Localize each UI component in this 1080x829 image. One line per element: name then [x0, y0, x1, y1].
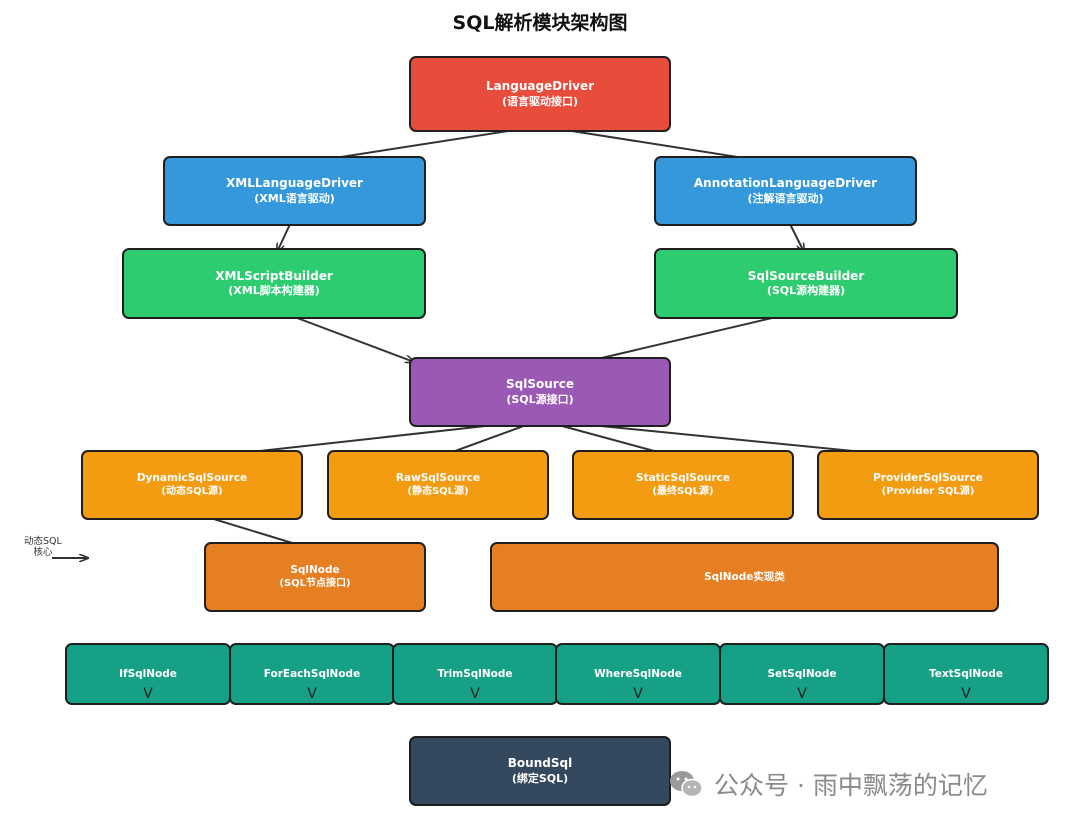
node-sql-source-name: SqlSource: [506, 377, 574, 392]
node-sql-source-builder-name: SqlSourceBuilder: [747, 268, 865, 283]
node-language-driver-name: LanguageDriver: [485, 79, 595, 94]
node-provider-sql-source-name: ProviderSqlSource: [873, 472, 983, 485]
node-language-driver-desc: (语言驱动接口): [501, 94, 579, 108]
node-sql-node: SqlNode (SQL节点接口): [204, 542, 426, 612]
chevron-down-icon: V: [633, 686, 643, 702]
chevron-down-icon: V: [797, 686, 807, 702]
node-annotation-language-driver-desc: (注解语言驱动): [747, 191, 824, 205]
node-xml-language-driver-desc: (XML语言驱动): [254, 191, 335, 205]
node-raw-sql-source: RawSqlSource (静态SQL源): [327, 450, 549, 520]
dynamic-sql-core-note: 动态SQL 核心: [24, 536, 62, 559]
watermark: 公众号 · 雨中飘荡的记忆: [668, 766, 988, 802]
wechat-icon: [670, 771, 703, 798]
node-dynamic-sql-source-desc: (动态SQL源): [161, 486, 223, 498]
node-sql-source: SqlSource (SQL源接口): [409, 357, 671, 427]
node-if-sql-node-name: IfSqlNode: [119, 667, 177, 680]
chevron-down-icon: V: [961, 686, 971, 702]
node-dynamic-sql-source: DynamicSqlSource (动态SQL源): [81, 450, 303, 520]
node-xml-language-driver: XMLLanguageDriver (XML语言驱动): [163, 156, 426, 226]
node-text-sql-node-name: TextSqlNode: [929, 667, 1003, 680]
node-language-driver: LanguageDriver (语言驱动接口): [409, 56, 671, 132]
node-bound-sql-desc: (绑定SQL): [511, 771, 569, 785]
node-trim-sql-node-name: TrimSqlNode: [437, 667, 513, 680]
node-trim-sql-node: TrimSqlNode V: [392, 643, 558, 705]
node-annotation-language-driver: AnnotationLanguageDriver (注解语言驱动): [654, 156, 917, 226]
dynamic-sql-core-note-line1: 动态SQL: [24, 536, 62, 547]
node-static-sql-source-name: StaticSqlSource: [636, 472, 730, 485]
node-dynamic-sql-source-name: DynamicSqlSource: [136, 472, 248, 485]
node-bound-sql: BoundSql (绑定SQL): [409, 736, 671, 806]
node-foreach-sql-node: ForEachSqlNode V: [229, 643, 395, 705]
node-provider-sql-source-desc: (Provider SQL源): [881, 486, 975, 498]
node-sql-node-name: SqlNode: [290, 564, 340, 577]
node-sql-node-impls-name: SqlNode实现类: [704, 570, 785, 583]
node-sql-source-builder-desc: (SQL源构建器): [766, 284, 846, 298]
node-static-sql-source: StaticSqlSource (最终SQL源): [572, 450, 794, 520]
node-sql-node-impls: SqlNode实现类: [490, 542, 999, 612]
node-text-sql-node: TextSqlNode V: [883, 643, 1049, 705]
node-sql-source-desc: (SQL源接口): [506, 392, 574, 406]
node-xml-script-builder-desc: (XML脚本构建器): [228, 284, 320, 298]
node-xml-language-driver-name: XMLLanguageDriver: [226, 176, 363, 191]
node-where-sql-node: WhereSqlNode V: [555, 643, 721, 705]
node-raw-sql-source-desc: (静态SQL源): [407, 486, 469, 498]
chevron-down-icon: V: [143, 686, 153, 702]
diagram-title: SQL解析模块架构图: [452, 12, 628, 34]
node-static-sql-source-desc: (最终SQL源): [652, 486, 714, 498]
node-xml-script-builder-name: XMLScriptBuilder: [215, 268, 333, 283]
chevron-down-icon: V: [470, 686, 480, 702]
node-annotation-language-driver-name: AnnotationLanguageDriver: [693, 176, 878, 191]
dynamic-sql-core-note-line2: 核心: [33, 546, 53, 558]
node-set-sql-node-name: SetSqlNode: [767, 667, 837, 680]
node-raw-sql-source-name: RawSqlSource: [395, 472, 481, 485]
node-bound-sql-name: BoundSql: [507, 756, 573, 771]
node-sql-node-desc: (SQL节点接口): [279, 578, 351, 590]
node-sql-source-builder: SqlSourceBuilder (SQL源构建器): [654, 248, 958, 319]
watermark-text: 公众号 · 雨中飘荡的记忆: [714, 771, 988, 800]
chevron-down-icon: V: [307, 686, 317, 702]
node-set-sql-node: SetSqlNode V: [719, 643, 885, 705]
node-where-sql-node-name: WhereSqlNode: [594, 667, 682, 680]
node-if-sql-node: IfSqlNode V: [65, 643, 231, 705]
node-foreach-sql-node-name: ForEachSqlNode: [263, 667, 361, 680]
node-xml-script-builder: XMLScriptBuilder (XML脚本构建器): [122, 248, 426, 319]
node-provider-sql-source: ProviderSqlSource (Provider SQL源): [817, 450, 1039, 520]
